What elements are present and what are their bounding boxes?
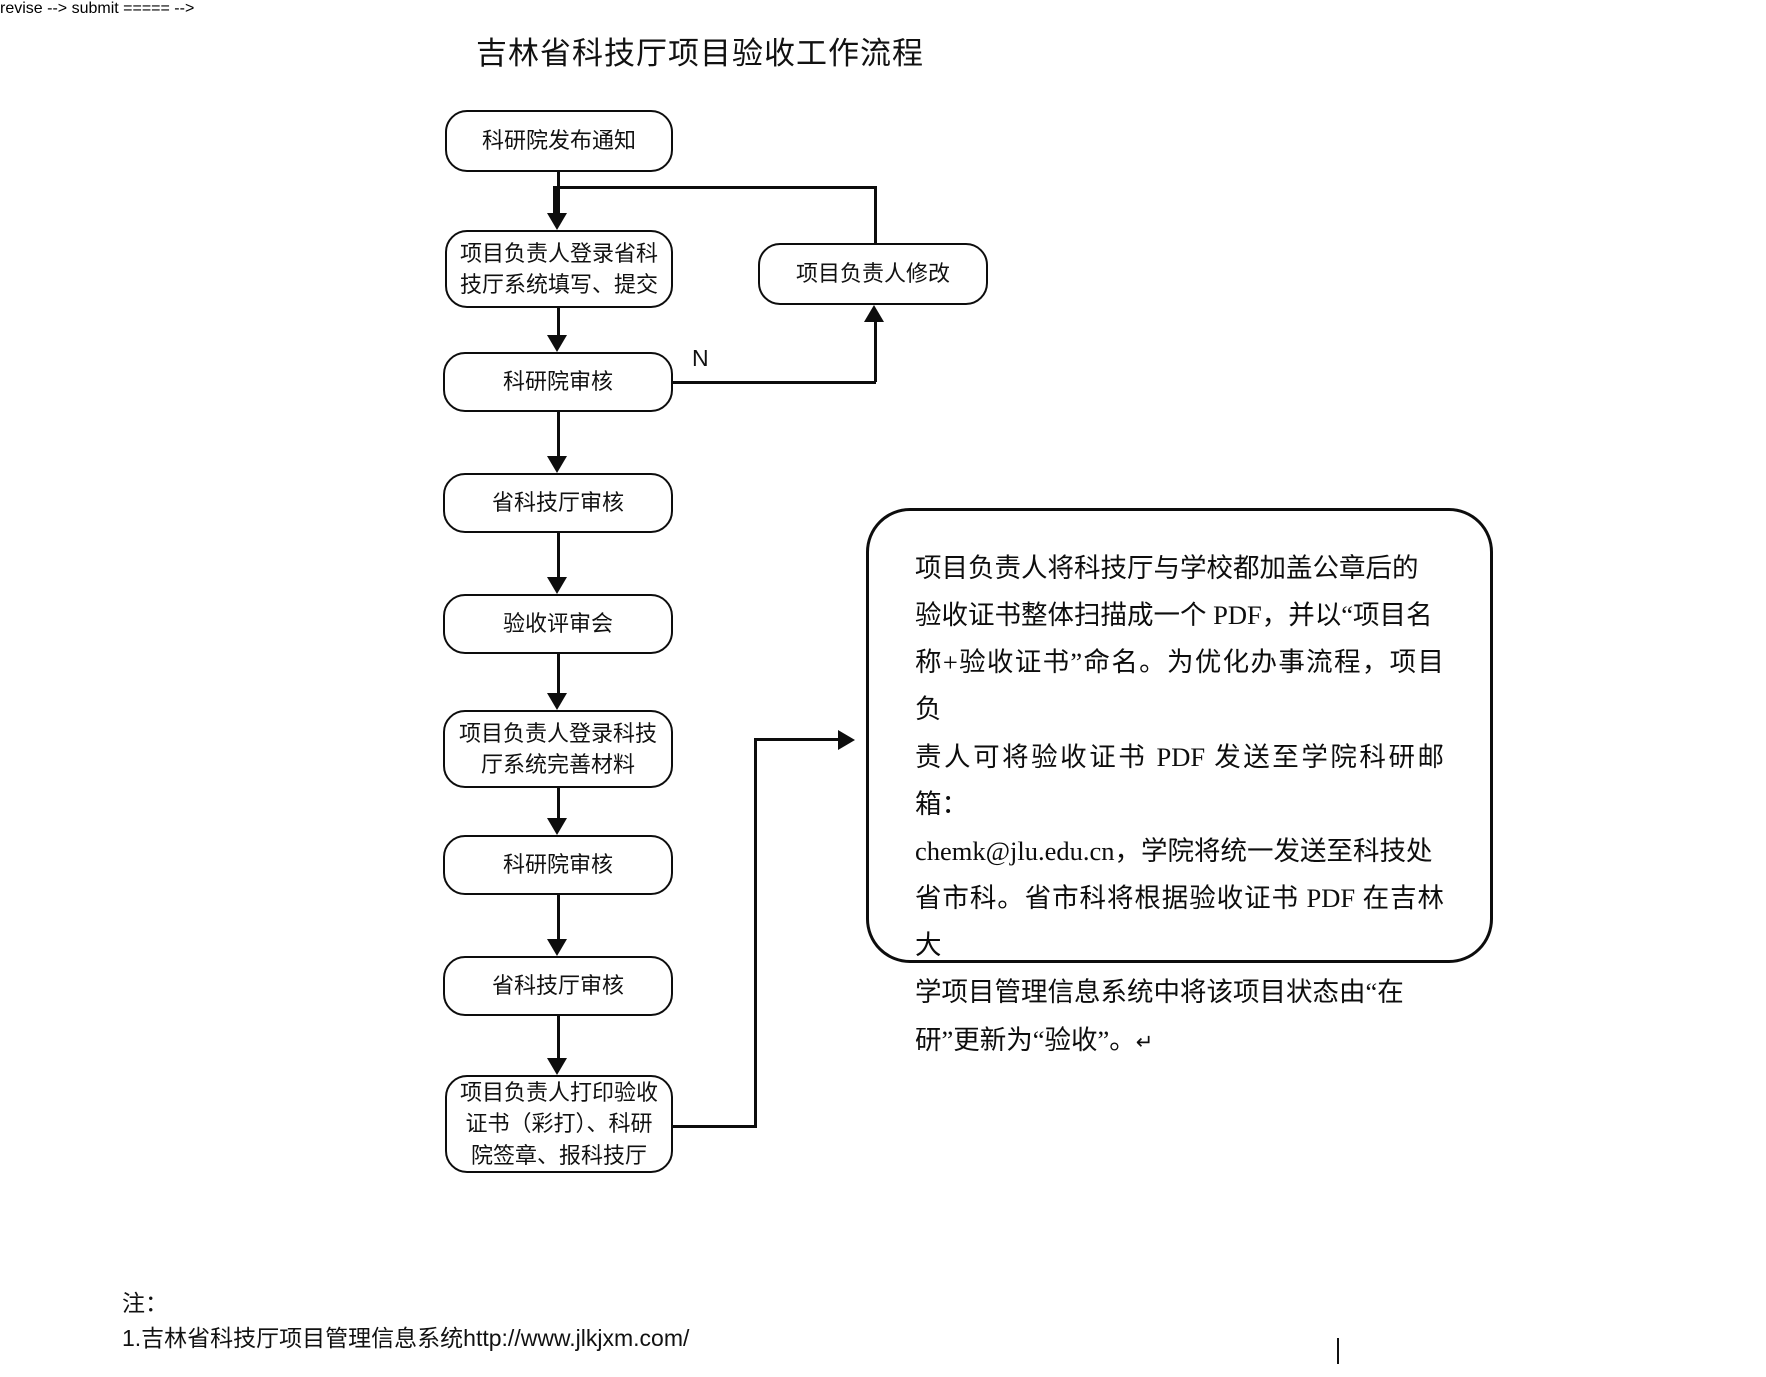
connector-review1-to-province1	[557, 412, 560, 456]
arrowhead-province2-to-print	[547, 1058, 567, 1075]
arrowhead-province1-to-meeting	[547, 577, 567, 594]
arrowhead-complete-to-review2	[547, 818, 567, 835]
page-title: 吉林省科技厅项目验收工作流程	[476, 36, 924, 71]
connector-submit-to-review1	[557, 308, 560, 335]
arrowhead-meeting-to-complete	[547, 693, 567, 710]
text-cursor	[1337, 1338, 1339, 1364]
branch-label-no: N	[692, 345, 709, 371]
footer-notes: 注： 1.吉林省科技厅项目管理信息系统http://www.jlkjxm.com…	[122, 1286, 689, 1355]
flow-node-submit[interactable]: 项目负责人登录省科 技厅系统填写、提交	[445, 230, 673, 308]
callout-line-4: 责人可将验收证书 PDF 发送至学院科研邮箱：	[915, 741, 1444, 819]
arrowhead-to-revise	[864, 305, 884, 322]
callout-line-5: chemk@jlu.edu.cn，学院将统一发送至科技处	[915, 835, 1433, 866]
flow-node-notice[interactable]: 科研院发布通知	[445, 110, 673, 172]
flow-node-meeting[interactable]: 验收评审会	[443, 594, 673, 654]
callout-note: 项目负责人将科技厅与学校都加盖公章后的 验收证书整体扫描成一个 PDF，并以“项…	[866, 508, 1493, 1055]
arrowhead-review2-to-province2	[547, 939, 567, 956]
connector-revise-to-submit-horizontal	[556, 186, 876, 189]
connector-notice-to-submit	[557, 172, 560, 213]
connector-print-to-callout-horizontal-1	[673, 1125, 757, 1128]
flow-node-review1[interactable]: 科研院审核	[443, 352, 673, 412]
connector-revise-up	[874, 186, 877, 244]
connector-revise-down-into-submit	[553, 186, 558, 213]
arrowhead-review1-to-province1	[547, 456, 567, 473]
connector-province2-to-print	[557, 1016, 560, 1058]
callout-line-1: 项目负责人将科技厅与学校都加盖公章后的	[915, 553, 1419, 583]
connector-no-branch-vertical-up	[874, 322, 877, 382]
flow-node-province2[interactable]: 省科技厅审核	[443, 956, 673, 1016]
connector-print-to-callout-horizontal-2	[754, 738, 838, 741]
footer-note-1: 1.吉林省科技厅项目管理信息系统http://www.jlkjxm.com/	[122, 1324, 690, 1351]
paragraph-mark-icon: ↵	[1135, 1030, 1154, 1054]
connector-province1-to-meeting	[557, 533, 560, 577]
callout-line-6: 省市科。省市科将根据验收证书 PDF 在吉林大	[915, 883, 1444, 961]
connector-review2-to-province2	[557, 895, 560, 939]
callout-line-2: 验收证书整体扫描成一个 PDF，并以“项目名	[915, 600, 1433, 631]
connector-complete-to-review2	[557, 788, 560, 818]
callout-line-8: 研”更新为“验收”。↵	[915, 1017, 1444, 1064]
flow-node-print[interactable]: 项目负责人打印验收 证书（彩打）、科研 院签章、报科技厅	[445, 1075, 673, 1173]
flow-node-complete[interactable]: 项目负责人登录科技 厅系统完善材料	[443, 710, 673, 788]
arrowhead-submit-to-review1	[547, 335, 567, 352]
footer-note-label: 注：	[122, 1290, 168, 1316]
callout-line-8-text: 研”更新为“验收”。	[915, 1024, 1136, 1055]
connector-review1-no-branch-horizontal	[673, 381, 876, 384]
flow-node-review2[interactable]: 科研院审核	[443, 835, 673, 895]
arrowhead-notice-to-submit	[547, 213, 567, 230]
flow-node-revise[interactable]: 项目负责人修改	[758, 243, 988, 305]
connector-print-to-callout-vertical	[754, 738, 757, 1128]
flow-node-province1[interactable]: 省科技厅审核	[443, 473, 673, 533]
callout-line-7: 学项目管理信息系统中将该项目状态由“在	[915, 977, 1404, 1008]
callout-line-3: 称+验收证书”命名。为优化办事流程，项目负	[915, 647, 1444, 725]
arrowhead-to-callout	[838, 730, 855, 750]
connector-meeting-to-complete	[557, 654, 560, 693]
